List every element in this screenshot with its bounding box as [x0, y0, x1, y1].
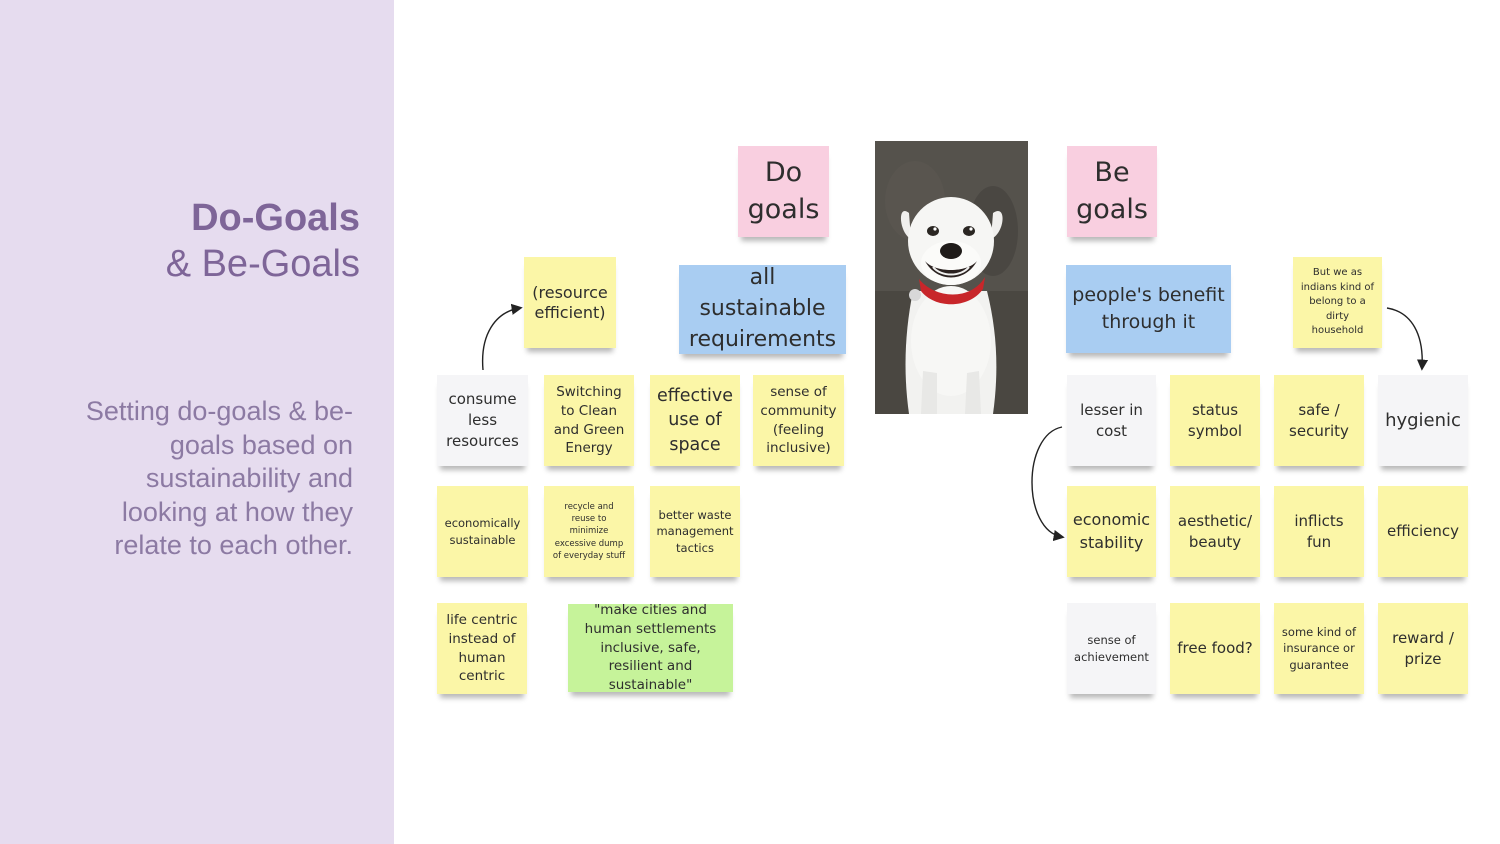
do-note-space[interactable]: effective use of space — [650, 375, 740, 466]
be-note-fun[interactable]: inflicts fun — [1274, 486, 1364, 577]
slide-title-bold: Do-Goals — [191, 197, 360, 239]
resource-efficient-note[interactable]: (resource efficient) — [524, 257, 616, 348]
do-note-waste[interactable]: better waste management tactics — [650, 486, 740, 577]
be-note-safe[interactable]: safe / security — [1274, 375, 1364, 466]
do-note-consume[interactable]: consume less resources — [437, 375, 528, 466]
be-category-note[interactable]: people's benefit through it — [1066, 265, 1231, 353]
dog-photo — [875, 141, 1028, 414]
arrow-household-to-hygienic — [1386, 307, 1429, 371]
be-note-cost[interactable]: lesser in cost — [1067, 375, 1156, 466]
be-goals-header[interactable]: Be goals — [1067, 146, 1157, 237]
arrow-cost-to-stability — [1031, 426, 1065, 542]
be-note-efficiency[interactable]: efficiency — [1378, 486, 1468, 577]
be-note-aesthetic[interactable]: aesthetic/ beauty — [1170, 486, 1260, 577]
smiling-dog-image — [875, 141, 1028, 414]
be-note-status[interactable]: status symbol — [1170, 375, 1260, 466]
be-note-stability[interactable]: economic stability — [1067, 486, 1156, 577]
be-note-reward[interactable]: reward / prize — [1378, 603, 1468, 694]
be-note-hygienic[interactable]: hygienic — [1378, 375, 1468, 466]
slide-description: Setting do-goals & be-goals based on sus… — [85, 396, 353, 560]
sidebar-panel: Do-Goals & Be-Goals Setting do-goals & b… — [0, 0, 394, 844]
do-note-community[interactable]: sense of community (feeling inclusive) — [753, 375, 844, 466]
do-note-energy[interactable]: Switching to Clean and Green Energy — [544, 375, 634, 466]
do-note-life-centric[interactable]: life centric instead of human centric — [437, 603, 527, 694]
slide-title-light: & Be-Goals — [165, 243, 360, 285]
do-note-recycle[interactable]: recycle and reuse to minimize excessive … — [544, 486, 634, 577]
be-note-insurance[interactable]: some kind of insurance or guarantee — [1274, 603, 1364, 694]
arrow-consume-to-resource — [481, 303, 523, 371]
do-quote-note[interactable]: "make cities and human settlements inclu… — [568, 602, 733, 693]
be-note-achievement[interactable]: sense of achievement — [1067, 603, 1156, 694]
do-note-economically[interactable]: economically sustainable — [437, 486, 528, 577]
do-category-note[interactable]: all sustainable requirements — [679, 265, 846, 354]
be-side-note[interactable]: But we as indians kind of belong to a di… — [1293, 257, 1382, 348]
do-goals-header[interactable]: Do goals — [738, 146, 829, 237]
be-note-free-food[interactable]: free food? — [1170, 603, 1260, 694]
